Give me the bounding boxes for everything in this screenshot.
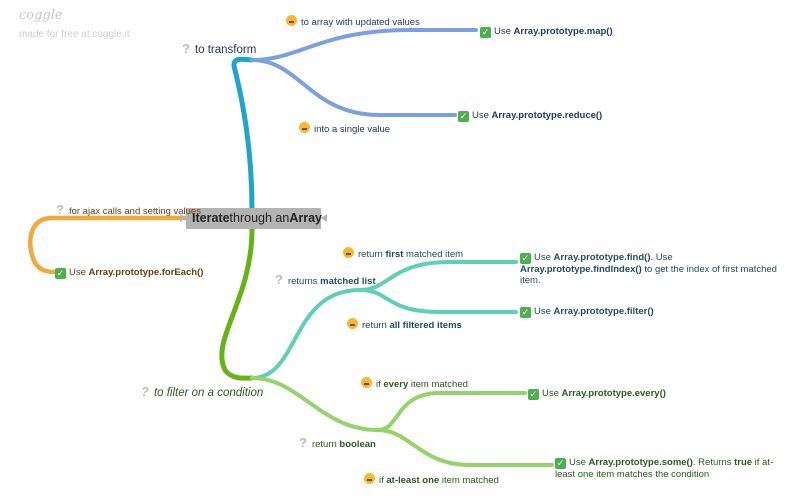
result-reduce-code: Array.prototype.reduce() — [491, 110, 603, 121]
node-single[interactable]: into a single value — [299, 122, 390, 135]
node-single-label: into a single value — [314, 124, 391, 135]
result-reduce[interactable]: ✓Use Array.prototype.reduce() — [458, 110, 602, 122]
node-first[interactable]: return first matched item — [343, 247, 463, 260]
node-ajax-label: for ajax calls and setting values — [68, 206, 201, 217]
center-mid: through an — [229, 211, 290, 225]
node-some-pre: if — [379, 475, 387, 486]
check-icon: ✓ — [555, 458, 566, 469]
node-some-bold: at-least one — [386, 475, 440, 486]
node-every-post: item matched — [408, 379, 468, 390]
result-find-mid: . Use — [650, 252, 673, 263]
branch-all — [358, 288, 518, 314]
result-some[interactable]: ✓Use Array.prototype.some(). Returns tru… — [555, 457, 780, 480]
thinking-face-icon — [361, 377, 372, 388]
branch-every — [376, 391, 527, 432]
result-foreach-code: Array.prototype.forEach() — [88, 267, 204, 278]
question-icon: ? — [299, 435, 307, 450]
check-icon: ✓ — [520, 307, 531, 318]
node-matched-pre: returns — [287, 276, 321, 287]
branch-ajax — [28, 215, 189, 275]
node-all-pre: return — [362, 320, 390, 331]
node-some-post: item matched — [439, 475, 499, 486]
result-find[interactable]: ✓Use Array.prototype.find(). Use Array.p… — [520, 252, 778, 286]
result-some-bold: true — [734, 457, 753, 468]
check-icon: ✓ — [458, 111, 469, 122]
result-reduce-pre: Use — [472, 110, 492, 121]
branch-some — [376, 428, 554, 467]
check-icon: ✓ — [520, 253, 531, 264]
node-updated-label: to array with updated values — [301, 17, 420, 28]
result-find-code1: Array.prototype.find() — [553, 252, 651, 263]
node-transform[interactable]: ? to transform — [182, 41, 256, 56]
result-filter[interactable]: ✓Use Array.prototype.filter() — [520, 306, 654, 318]
node-all-bold: all filtered items — [389, 320, 462, 331]
node-first-post: matched item — [403, 249, 464, 260]
branch-first — [358, 260, 518, 292]
check-icon: ✓ — [480, 27, 491, 38]
question-icon: ? — [56, 202, 64, 217]
node-every-pre: if — [376, 379, 384, 390]
result-some-mid: . Returns — [692, 457, 735, 468]
branch-updated — [250, 28, 478, 62]
node-filter-label: to filter on a condition — [153, 387, 264, 399]
thinking-face-icon — [343, 247, 354, 258]
result-some-post: if at-least one item matches the conditi… — [555, 457, 774, 480]
result-foreach-pre: Use — [69, 267, 89, 278]
brand-logo: coggle — [19, 8, 63, 23]
node-transform-label: to transform — [194, 44, 257, 56]
question-icon: ? — [182, 41, 190, 56]
node-every-bold: every — [383, 379, 409, 390]
result-every-pre: Use — [542, 388, 562, 399]
branch-filter — [219, 226, 255, 381]
result-every[interactable]: ✓Use Array.prototype.every() — [528, 388, 666, 400]
result-every-code: Array.prototype.every() — [561, 388, 666, 399]
question-icon: ? — [275, 272, 283, 287]
branch-boolean — [250, 376, 380, 432]
thinking-face-icon — [299, 122, 310, 133]
check-icon: ✓ — [55, 268, 66, 279]
question-icon: ? — [141, 384, 149, 399]
branch-transform — [231, 56, 255, 213]
brand-tagline: made for free at coggle.it — [19, 29, 130, 40]
branch-matched — [250, 288, 362, 380]
node-filter[interactable]: ? to filter on a condition — [141, 384, 263, 399]
node-first-bold: first — [385, 249, 404, 260]
result-find-pre: Use — [534, 252, 554, 263]
center-node[interactable]: Iterate through an Array — [186, 208, 322, 229]
result-some-code: Array.prototype.some() — [588, 457, 693, 468]
center-word2: Array — [289, 211, 322, 225]
result-filter-code: Array.prototype.filter() — [553, 306, 654, 317]
thinking-face-icon — [347, 318, 358, 329]
branch-single — [250, 58, 457, 117]
check-icon: ✓ — [528, 389, 539, 400]
center-left-notch — [180, 214, 186, 222]
node-first-pre: return — [358, 249, 386, 260]
thinking-face-icon — [364, 473, 375, 484]
center-right-notch — [321, 214, 327, 222]
result-find-code2: Array.prototype.findIndex() — [520, 264, 642, 275]
node-matched-bold: matched list — [320, 276, 376, 287]
node-updated[interactable]: to array with updated values — [286, 15, 420, 28]
thinking-face-icon — [286, 15, 297, 26]
node-all[interactable]: return all filtered items — [347, 318, 462, 331]
node-some[interactable]: if at-least one item matched — [364, 473, 499, 486]
result-find-post: to get the index of first matched item. — [520, 264, 777, 286]
node-boolean-bold: boolean — [339, 439, 376, 450]
node-every[interactable]: if every item matched — [361, 377, 468, 390]
node-ajax[interactable]: ? for ajax calls and setting values — [56, 202, 201, 217]
result-map[interactable]: ✓Use Array.prototype.map() — [480, 26, 613, 38]
result-foreach[interactable]: ✓Use Array.prototype.forEach() — [55, 267, 203, 279]
node-matched[interactable]: ? returns matched list — [275, 272, 376, 287]
center-word1: Iterate — [192, 211, 230, 225]
node-boolean-pre: return — [311, 439, 340, 450]
result-map-pre: Use — [494, 26, 514, 37]
node-boolean[interactable]: ? return boolean — [299, 435, 376, 450]
result-map-code: Array.prototype.map() — [513, 26, 613, 37]
result-some-pre: Use — [569, 457, 589, 468]
result-filter-pre: Use — [534, 306, 554, 317]
